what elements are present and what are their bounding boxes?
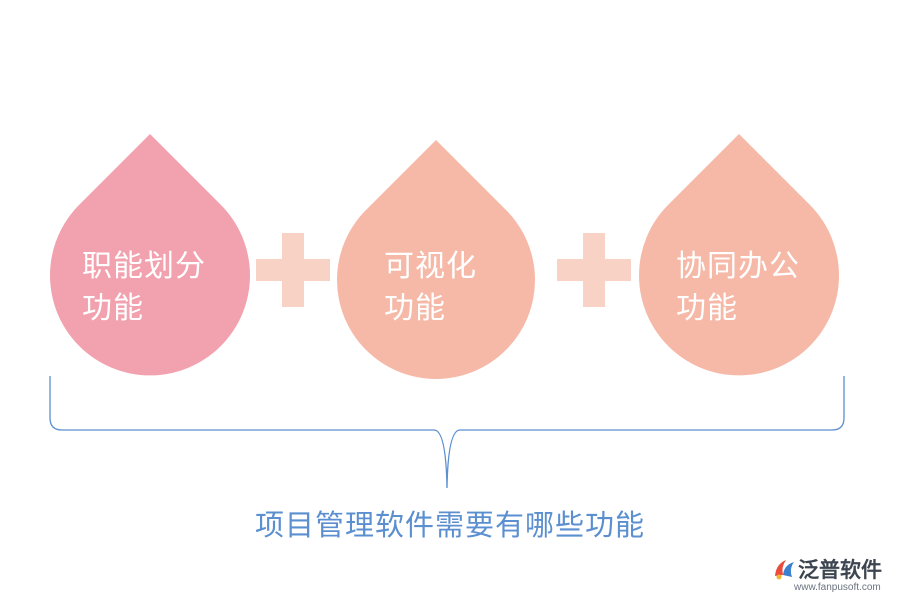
drop-shape-3 xyxy=(638,134,839,376)
brand-logo: 泛普软件 www.fanpusoft.com xyxy=(768,552,896,596)
logo-name: 泛普软件 xyxy=(798,558,882,582)
curly-brace xyxy=(49,376,845,489)
logo-url: www.fanpusoft.com xyxy=(794,582,881,593)
drop-label-1-line2: 功能 xyxy=(82,291,144,326)
drop-label-1: 职能划分 功能 xyxy=(82,246,206,330)
drop-label-3: 协同办公 功能 xyxy=(676,246,800,330)
drop-label-2: 可视化 功能 xyxy=(384,246,477,330)
plus-sign-1 xyxy=(256,233,330,307)
drop-label-3-line2: 功能 xyxy=(676,291,738,326)
diagram-caption: 项目管理软件需要有哪些功能 xyxy=(254,508,645,542)
drop-label-3-line1: 协同办公 xyxy=(676,249,800,284)
drop-shape-1 xyxy=(49,134,251,376)
drop-label-1-line1: 职能划分 xyxy=(82,249,206,284)
plus-sign-2 xyxy=(557,233,631,307)
drop-shape-2 xyxy=(337,140,535,379)
drop-label-2-line1: 可视化 xyxy=(384,249,477,284)
logo-mark-icon xyxy=(775,560,794,580)
drop-label-2-line2: 功能 xyxy=(384,291,446,326)
